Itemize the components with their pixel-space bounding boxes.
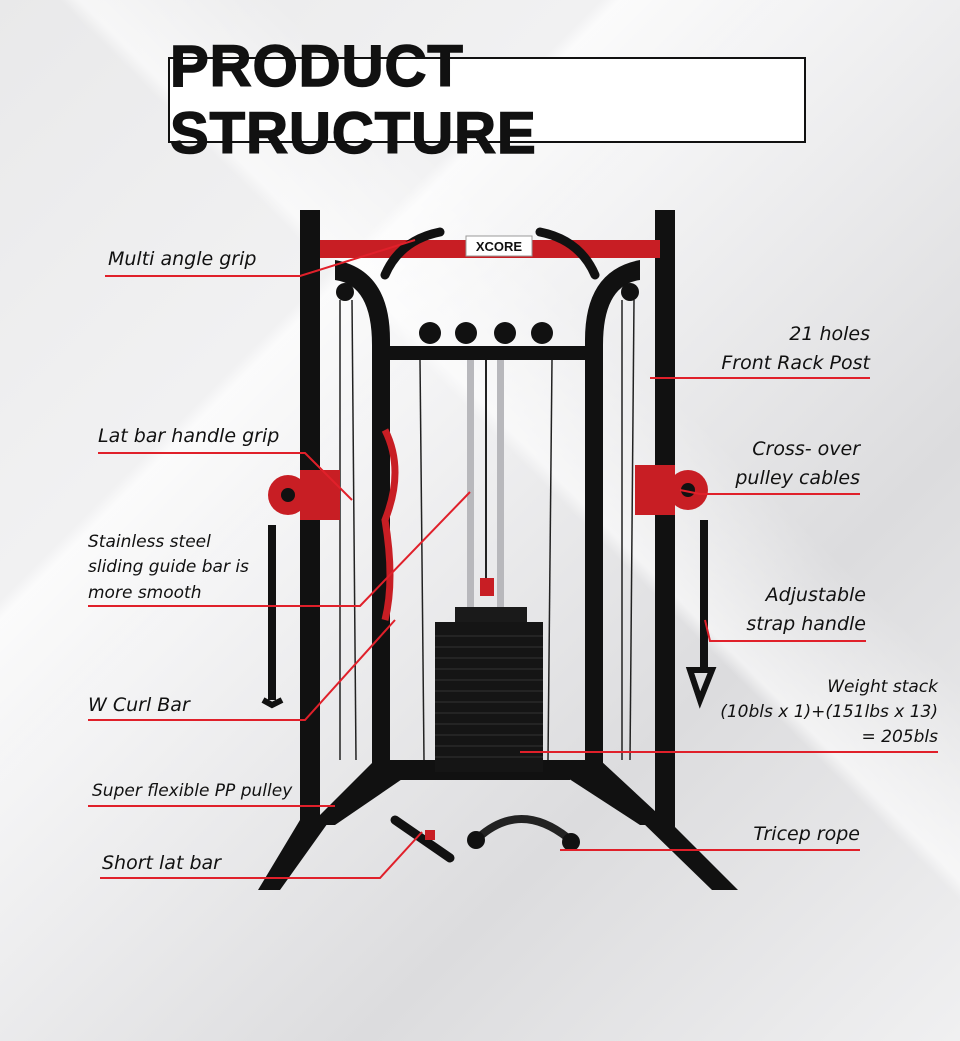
label-crossover-line2: pulley cables (735, 467, 860, 489)
label-weight-line1: Weight stack (827, 677, 938, 697)
top-pulleys (336, 283, 639, 344)
crossover-pulleys (261, 465, 717, 709)
label-weight-line2: (10bls x 1)+(151lbs x 13) (720, 702, 938, 722)
w-curl-bar (381, 428, 399, 621)
top-crossbar: XCORE (320, 227, 660, 280)
label-tricep-rope: Tricep rope (753, 823, 860, 845)
label-lat-bar-handle-grip: Lat bar handle grip (98, 425, 280, 447)
label-crossover-line1: Cross- over (752, 438, 860, 460)
label-short-lat-bar: Short lat bar (102, 852, 221, 874)
label-strap-line1: Adjustable (765, 584, 866, 606)
label-weight-line3: = 205bls (861, 727, 938, 747)
cables (339, 299, 635, 761)
label-w-curl-bar: W Curl Bar (88, 694, 190, 716)
weight-stack (435, 607, 543, 772)
label-front-rack-post-line2: Front Rack Post (721, 352, 870, 374)
label-multi-angle-grip: Multi angle grip (108, 248, 257, 270)
label-front-rack-post-line1: 21 holes (789, 323, 870, 345)
label-strap-line2: strap handle (746, 613, 866, 635)
page-title: PRODUCT STRUCTURE (169, 33, 537, 167)
label-guide-bar-line3: more smooth (88, 583, 202, 603)
label-guide-bar-line1: Stainless steel (88, 532, 211, 552)
accessories (390, 815, 580, 863)
label-pp-pulley: Super flexible PP pulley (92, 781, 293, 801)
guide-rods (467, 360, 504, 610)
leader-lines (88, 239, 938, 879)
label-guide-bar-line2: sliding guide bar is (88, 557, 249, 577)
title-box: PRODUCT STRUCTURE (168, 33, 806, 167)
brand-logo: XCORE (476, 239, 523, 254)
